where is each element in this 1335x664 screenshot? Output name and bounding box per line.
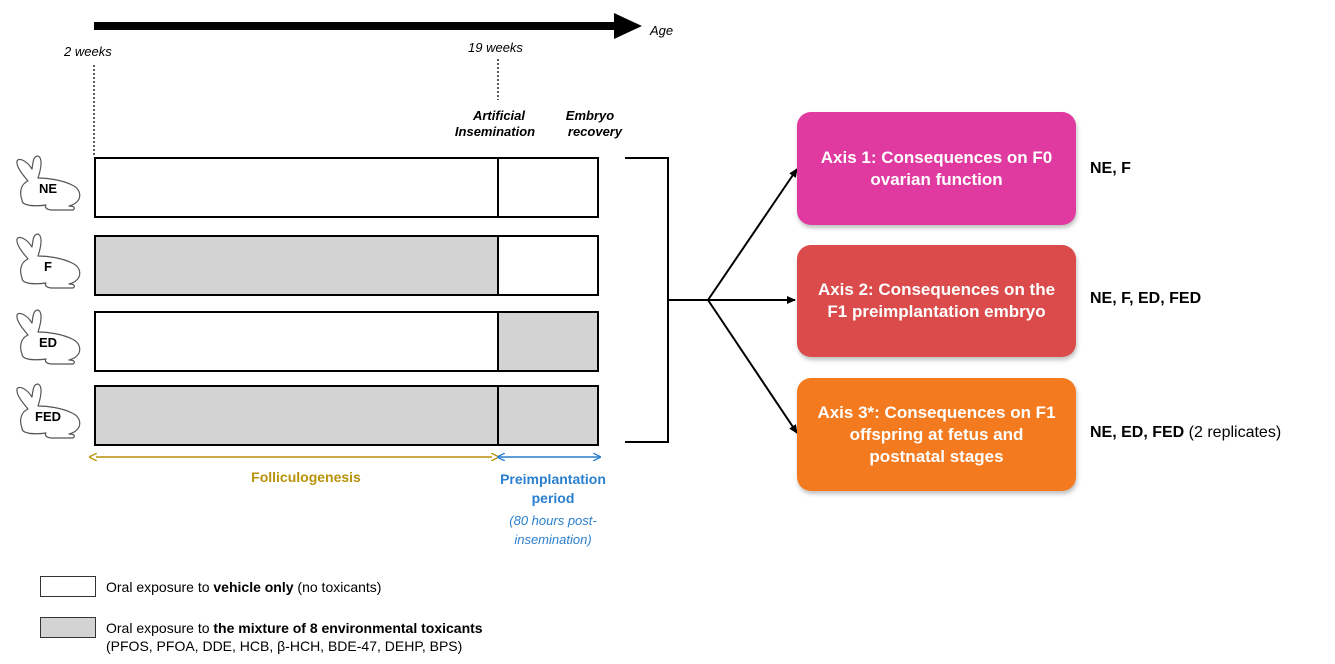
folliculogenesis-label: Folliculogenesis — [251, 469, 361, 485]
axis-1-groups: NE, F — [1090, 160, 1131, 178]
legend-mixture-swatch — [40, 617, 96, 638]
legend-mixture-text: Oral exposure to the mixture of 8 enviro… — [106, 619, 483, 655]
axis-2-groups: NE, F, ED, FED — [1090, 290, 1201, 308]
axis-2-box: Axis 2: Consequences on the F1 preimplan… — [797, 245, 1076, 357]
axis-3-box: Axis 3*: Consequences on F1 offspring at… — [797, 378, 1076, 491]
ai-event-label-line2: Insemination — [455, 124, 535, 139]
group-ed-folliculogenesis-bar — [94, 311, 499, 372]
legend-vehicle-text: Oral exposure to vehicle only (no toxica… — [106, 578, 381, 596]
axis-3-groups: NE, ED, FED (2 replicates) — [1090, 424, 1281, 442]
start-age-label: 2 weeks — [63, 44, 112, 59]
group-label-f: F — [44, 259, 52, 274]
legend-mixture-list: (PFOS, PFOA, DDE, HCB, β-HCH, BDE-47, DE… — [106, 638, 463, 654]
age-label: Age — [649, 23, 673, 38]
group-label-ne: NE — [39, 181, 57, 196]
arrow-to-axis-3 — [707, 299, 798, 434]
preimplantation-note-line2: insemination) — [514, 532, 591, 547]
group-ne-preimplantation-bar — [497, 157, 599, 218]
group-fed-folliculogenesis-bar — [94, 385, 499, 446]
preimplantation-label-line2: period — [532, 490, 575, 506]
ai-event-label-line1: Artificial — [472, 108, 525, 123]
group-fed-preimplantation-bar — [497, 385, 599, 446]
axis-3-title: Axis 3*: Consequences on F1 offspring at… — [817, 402, 1056, 466]
group-label-ed: ED — [39, 335, 57, 350]
axis-3-groups-text: NE, ED, FED — [1090, 424, 1185, 441]
axis-1-box: Axis 1: Consequences on F0 ovarian funct… — [797, 112, 1076, 225]
axis-2-title: Axis 2: Consequences on the F1 preimplan… — [817, 280, 1056, 321]
group-label-fed: FED — [35, 409, 61, 424]
recovery-label-line1: Embryo — [566, 108, 614, 123]
group-f-folliculogenesis-bar — [94, 235, 499, 296]
preimplantation-label-line1: Preimplantation — [500, 471, 606, 487]
legend-vehicle-swatch — [40, 576, 96, 597]
legend-vehicle-suffix: (no toxicants) — [293, 579, 382, 595]
arrow-to-axis-1 — [707, 168, 798, 301]
recovery-label-line2: recovery — [568, 124, 623, 139]
group-f-preimplantation-bar — [497, 235, 599, 296]
legend-mixture-prefix: Oral exposure to — [106, 620, 214, 636]
axis-1-groups-text: NE, F — [1090, 160, 1131, 177]
group-ne-folliculogenesis-bar — [94, 157, 499, 218]
groups-bracket — [625, 157, 669, 443]
legend-vehicle-prefix: Oral exposure to — [106, 579, 214, 595]
group-ed-preimplantation-bar — [497, 311, 599, 372]
legend-mixture: Oral exposure to the mixture of 8 enviro… — [40, 617, 740, 661]
preimplantation-note-line1: (80 hours post- — [509, 513, 597, 528]
legend-vehicle-bold: vehicle only — [213, 579, 294, 595]
axis-2-groups-text: NE, F, ED, FED — [1090, 290, 1202, 307]
age-arrowhead — [614, 13, 642, 39]
legend-vehicle: Oral exposure to vehicle only (no toxica… — [40, 576, 740, 598]
axis-1-title: Axis 1: Consequences on F0 ovarian funct… — [820, 147, 1053, 189]
axis-3-replicates-note: (2 replicates) — [1184, 424, 1282, 441]
legend-mixture-bold: the mixture of 8 environmental toxicants — [213, 620, 483, 636]
ai-age-label: 19 weeks — [468, 40, 523, 55]
